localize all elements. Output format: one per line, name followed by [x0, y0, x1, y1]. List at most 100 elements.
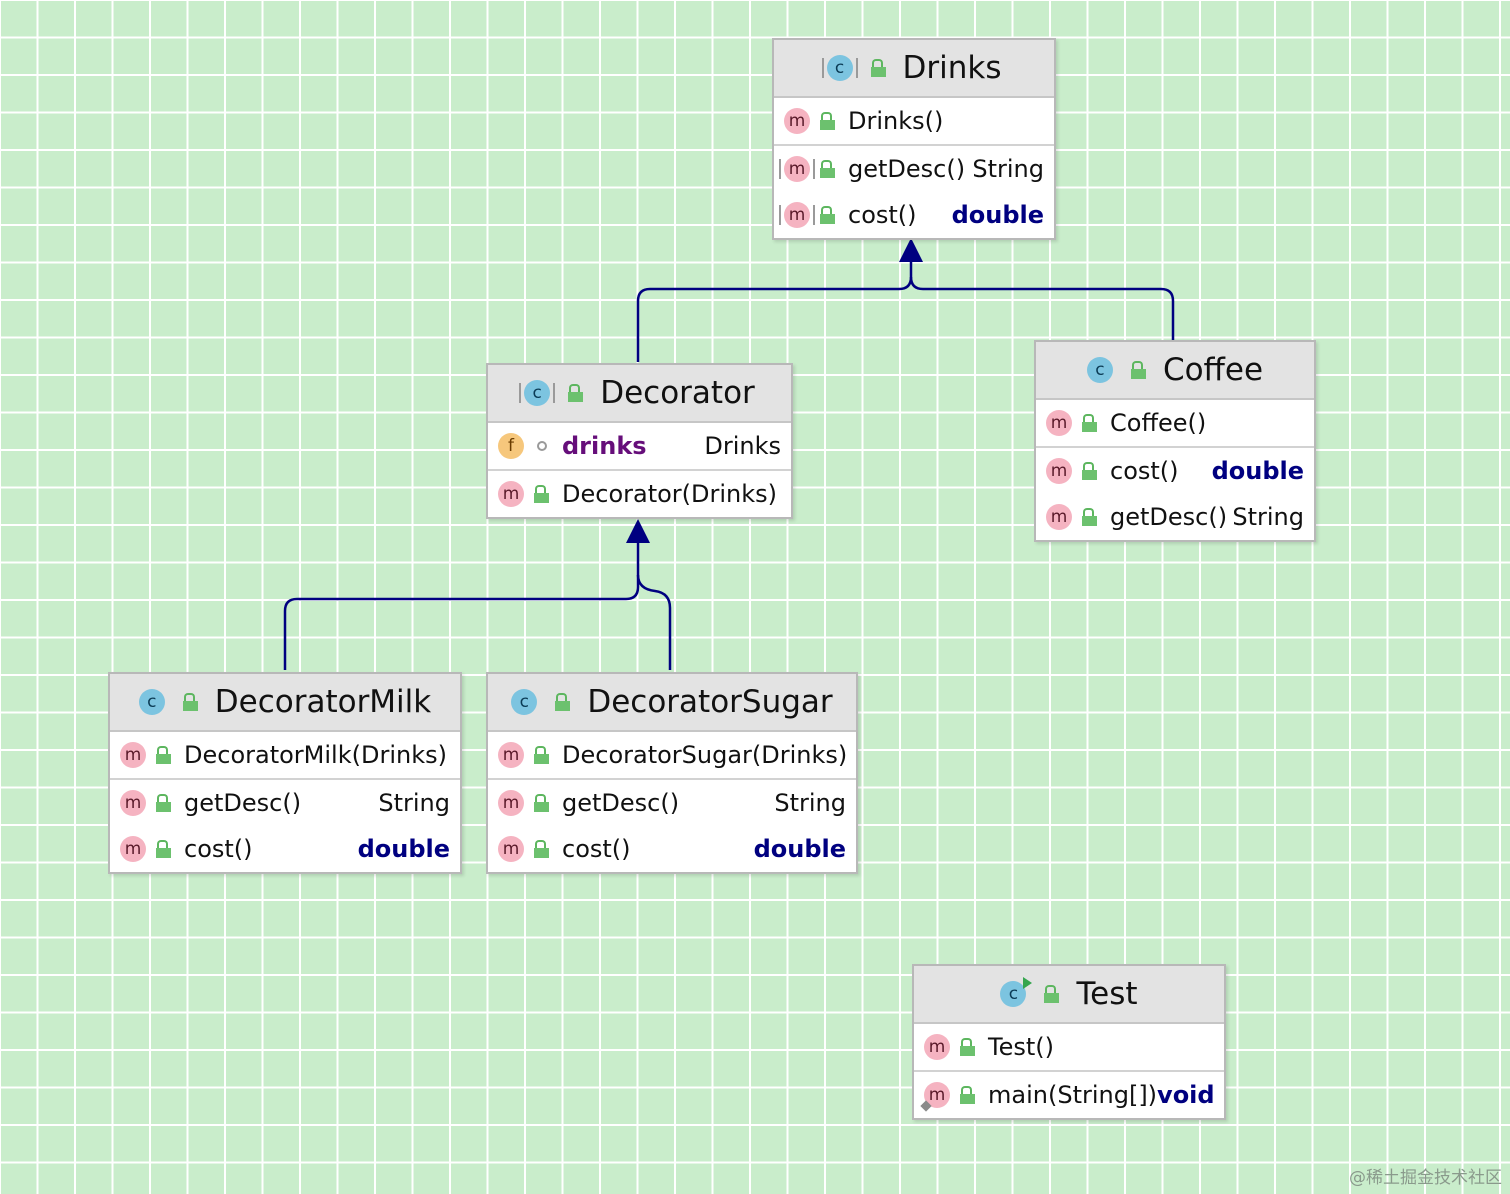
- method-icon: m: [498, 481, 524, 507]
- method-icon: m: [498, 742, 524, 768]
- member-name: DecoratorMilk(Drinks): [184, 741, 447, 769]
- member-name: cost(): [562, 835, 631, 863]
- class-header: c DecoratorSugar: [488, 674, 856, 732]
- public-lock-icon: [870, 59, 887, 77]
- abstract-class-icon: c: [519, 380, 556, 406]
- class-header: c Drinks: [774, 40, 1054, 98]
- member-name: getDesc(): [848, 155, 966, 183]
- public-lock-icon: [1044, 985, 1060, 1003]
- watermark: @稀土掘金技术社区: [1349, 1168, 1502, 1188]
- package-private-icon: [537, 441, 547, 451]
- member-row[interactable]: m getDesc() String: [1036, 494, 1314, 540]
- member-type: void: [1157, 1081, 1215, 1109]
- member-row[interactable]: m cost() double: [488, 826, 856, 872]
- public-lock-icon: [820, 206, 836, 224]
- class-title: Coffee: [1162, 352, 1264, 388]
- member-name: getDesc(): [1110, 503, 1228, 531]
- member-type: double: [357, 835, 450, 863]
- fields-section: f drinks Drinks: [488, 423, 791, 471]
- edge-coffee-to-drinks: [909, 276, 1175, 340]
- public-lock-icon: [156, 794, 172, 812]
- constructors-section: m Decorator(Drinks): [488, 471, 791, 517]
- member-row[interactable]: m Test(): [914, 1024, 1224, 1070]
- member-name: getDesc(): [184, 789, 302, 817]
- member-name: Test(): [988, 1033, 1054, 1061]
- member-type: String: [378, 789, 450, 817]
- public-lock-icon: [1082, 508, 1098, 526]
- class-coffee[interactable]: c Coffee m Coffee() m cost() double m ge…: [1034, 340, 1316, 542]
- member-row[interactable]: f drinks Drinks: [488, 423, 791, 469]
- public-lock-icon: [555, 693, 571, 711]
- class-header: c Test: [914, 966, 1224, 1024]
- member-row[interactable]: m getDesc() String: [488, 780, 856, 826]
- class-decorator-milk[interactable]: c DecoratorMilk m DecoratorMilk(Drinks) …: [108, 672, 462, 874]
- member-row[interactable]: m getDesc() String: [774, 146, 1054, 192]
- member-row[interactable]: m cost() double: [774, 192, 1054, 238]
- edge-sugar-to-decorator: [636, 574, 672, 670]
- member-type: String: [1232, 503, 1304, 531]
- public-lock-icon: [1130, 361, 1147, 379]
- method-icon: m: [1046, 504, 1072, 530]
- member-name: cost(): [848, 201, 917, 229]
- method-icon: m: [120, 742, 146, 768]
- constructors-section: m Coffee(): [1036, 400, 1314, 448]
- static-method-icon: m: [924, 1082, 950, 1108]
- member-row[interactable]: m Decorator(Drinks): [488, 471, 791, 517]
- methods-section: m main(String[]) void: [914, 1072, 1224, 1118]
- public-lock-icon: [1082, 462, 1098, 480]
- class-icon: c: [511, 689, 538, 715]
- class-title: DecoratorSugar: [587, 684, 833, 720]
- method-icon: m: [1046, 458, 1072, 484]
- constructors-section: m Drinks(): [774, 98, 1054, 146]
- method-icon: m: [1046, 410, 1072, 436]
- class-decorator[interactable]: c Decorator f drinks Drinks m Decorator(…: [486, 363, 793, 519]
- member-name: Decorator(Drinks): [562, 480, 778, 508]
- member-type: String: [972, 155, 1044, 183]
- class-test[interactable]: c Test m Test() m main(String[]) void: [912, 964, 1226, 1120]
- member-row[interactable]: m cost() double: [110, 826, 460, 872]
- member-row[interactable]: m Drinks(): [774, 98, 1054, 144]
- abstract-class-icon: c: [821, 55, 858, 81]
- member-row[interactable]: m cost() double: [1036, 448, 1314, 494]
- public-lock-icon: [534, 794, 550, 812]
- member-name: cost(): [184, 835, 253, 863]
- member-name: DecoratorSugar(Drinks): [562, 741, 848, 769]
- public-lock-icon: [960, 1038, 976, 1056]
- constructors-section: m Test(): [914, 1024, 1224, 1072]
- member-row[interactable]: m main(String[]) void: [914, 1072, 1224, 1118]
- abstract-method-icon: m: [779, 202, 815, 228]
- member-name: main(String[]): [988, 1081, 1158, 1109]
- methods-section: m getDesc() String m cost() double: [488, 780, 856, 872]
- member-type: String: [774, 789, 846, 817]
- class-title: DecoratorMilk: [214, 684, 432, 720]
- constructors-section: m DecoratorMilk(Drinks): [110, 732, 460, 780]
- methods-section: m getDesc() String m cost() double: [774, 146, 1054, 238]
- member-type: double: [951, 201, 1044, 229]
- class-decorator-sugar[interactable]: c DecoratorSugar m DecoratorSugar(Drinks…: [486, 672, 858, 874]
- method-icon: m: [120, 790, 146, 816]
- public-lock-icon: [960, 1086, 976, 1104]
- public-lock-icon: [156, 840, 172, 858]
- method-icon: m: [498, 790, 524, 816]
- public-lock-icon: [534, 485, 550, 503]
- member-name: drinks: [562, 432, 647, 460]
- class-header: c DecoratorMilk: [110, 674, 460, 732]
- member-type: double: [753, 835, 846, 863]
- member-row[interactable]: m DecoratorMilk(Drinks): [110, 732, 460, 778]
- public-lock-icon: [182, 693, 199, 711]
- public-lock-icon: [534, 746, 550, 764]
- method-icon: m: [784, 108, 810, 134]
- member-row[interactable]: m getDesc() String: [110, 780, 460, 826]
- class-drinks[interactable]: c Drinks m Drinks() m getDesc() String m…: [772, 38, 1056, 240]
- method-icon: m: [498, 836, 524, 862]
- public-lock-icon: [534, 840, 550, 858]
- public-lock-icon: [568, 384, 584, 402]
- arrowhead-decorator: [626, 519, 650, 543]
- member-row[interactable]: m Coffee(): [1036, 400, 1314, 446]
- methods-section: m cost() double m getDesc() String: [1036, 448, 1314, 540]
- member-row[interactable]: m DecoratorSugar(Drinks): [488, 732, 856, 778]
- class-header: c Coffee: [1036, 342, 1314, 400]
- runnable-class-icon: c: [1000, 977, 1033, 1007]
- member-name: Drinks(): [848, 107, 944, 135]
